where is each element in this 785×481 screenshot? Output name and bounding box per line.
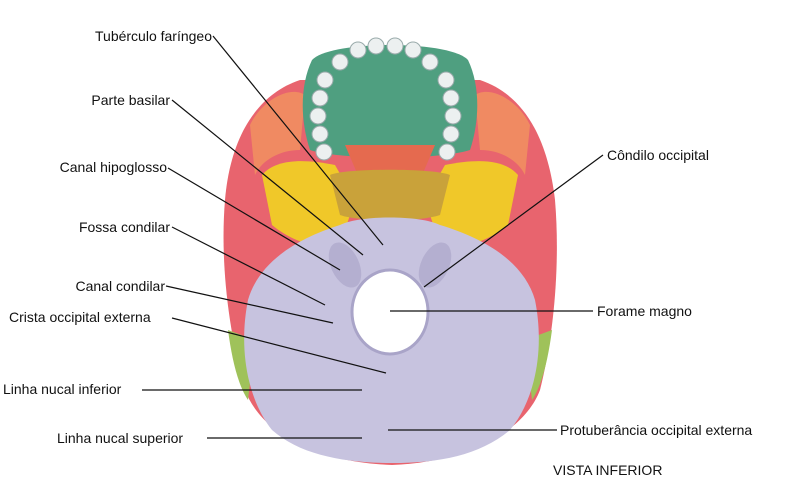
caption-vista-inferior: VISTA INFERIOR [553,462,663,478]
leader-tuberculo-faringeo [212,35,384,246]
label-tuberculo-faringeo: Tubérculo faríngeo [95,28,212,44]
label-condilo-occipital: Côndilo occipital [607,147,709,163]
skull-illustration [223,37,557,465]
label-fossa-condilar: Fossa condilar [78,219,170,235]
leader-condilo-occipital [423,154,604,288]
leader-parte-basilar [171,99,364,256]
foramen-magnum [350,268,430,356]
leader-canal-hipoglosso [167,167,341,271]
sphenoid-right [425,161,518,247]
label-canal-condilar: Canal condilar [75,278,166,294]
leader-crista-occipital [171,317,387,374]
label-canal-hipoglosso: Canal hipoglosso [59,159,167,175]
label-forame-magno: Forame magno [597,303,692,319]
occipital-condyle-right [418,242,452,288]
label-protuberancia-occipital-externa: Protuberância occipital externa [560,422,753,438]
label-linha-nucal-superior: Linha nucal superior [57,430,184,446]
label-linha-nucal-inferior: Linha nucal inferior [3,381,122,397]
teeth-row [309,37,462,161]
label-parte-basilar: Parte basilar [91,92,170,108]
leader-fossa-condilar [171,226,326,306]
leader-canal-condilar [165,285,334,324]
maxilla-palatine [302,45,478,158]
zygomatic-left [250,91,305,175]
choanae [330,169,450,221]
label-crista-occipital-externa: Crista occipital externa [9,309,151,325]
leader-lines [142,35,604,439]
occipital-condyle-left [328,242,362,288]
zygomatic-right [475,91,530,175]
